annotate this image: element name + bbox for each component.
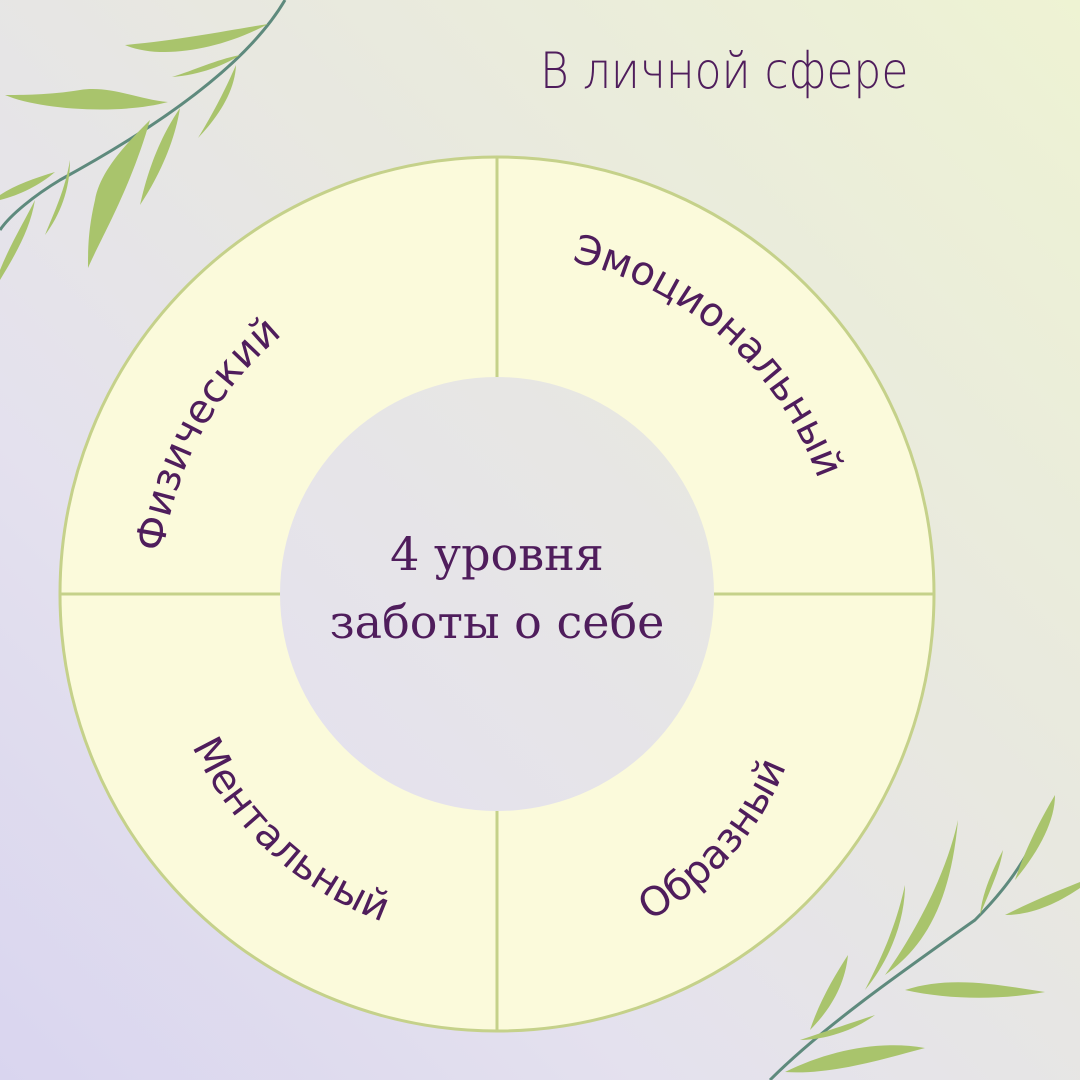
center-caption-line-2: заботы о себе bbox=[329, 595, 665, 649]
center-circle bbox=[280, 377, 714, 811]
center-caption-line-1: 4 уровня bbox=[390, 527, 604, 581]
leaf-branch-bottom-right-icon bbox=[768, 795, 1080, 1080]
center-caption: 4 уровня заботы о себе bbox=[280, 520, 714, 656]
page-title: В личной сфере bbox=[540, 42, 909, 100]
leaf-branch-top-left-icon bbox=[0, 0, 287, 280]
